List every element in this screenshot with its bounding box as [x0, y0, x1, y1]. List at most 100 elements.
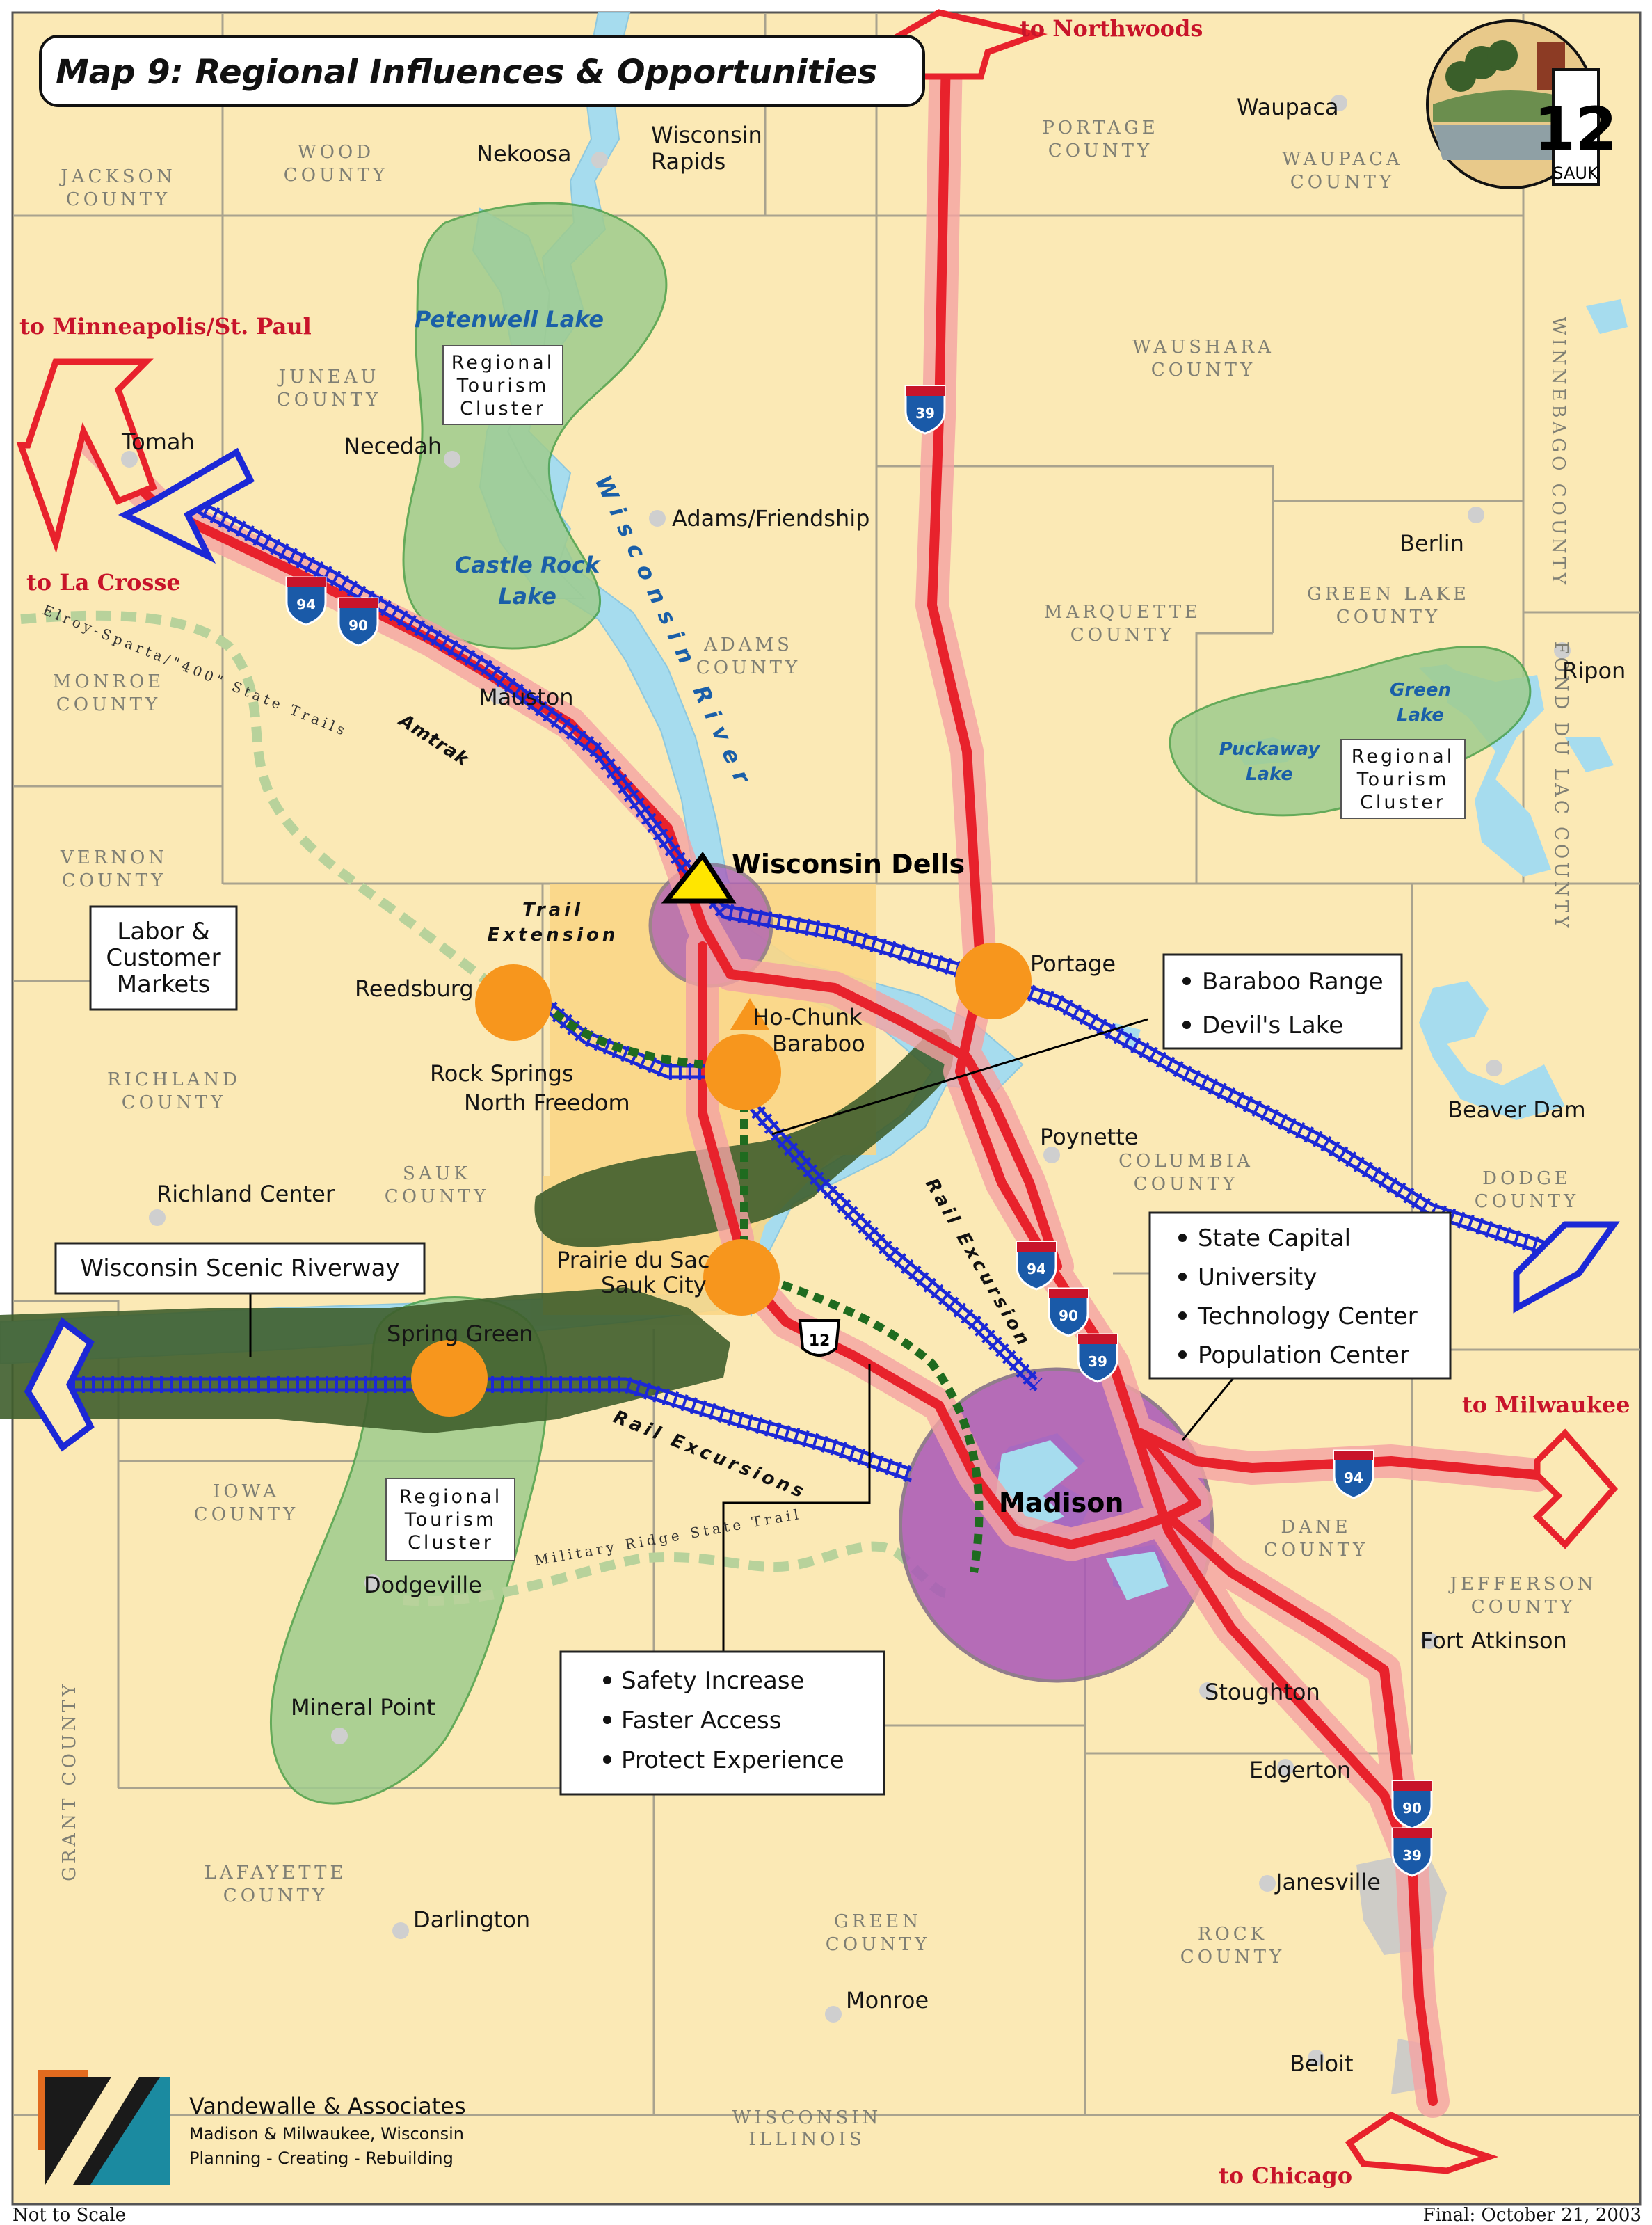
- wisconsin-state-label: WISCONSIN: [732, 2107, 882, 2128]
- rail-network: [63, 493, 1561, 1483]
- svg-text:94: 94: [1344, 1469, 1363, 1486]
- date-note: Final: October 21, 2003: [1423, 2205, 1642, 2225]
- to-northwoods-label: to Northwoods: [1020, 15, 1203, 42]
- to-milwaukee-label: to Milwaukee: [1462, 1391, 1630, 1418]
- svg-text:Wisconsin Scenic Riverway: Wisconsin Scenic Riverway: [80, 1254, 399, 1282]
- madison-callout-box: State Capital University Technology Cent…: [1148, 1211, 1452, 1380]
- north-freedom-label: North Freedom: [464, 1090, 630, 1116]
- i94-shield-east: 94: [1333, 1449, 1374, 1499]
- i39-shield-south: 39: [1391, 1827, 1433, 1877]
- beaver-dam-label: Beaver Dam: [1447, 1096, 1586, 1123]
- mauston-label: Mauston: [479, 684, 574, 710]
- svg-text:94: 94: [1027, 1261, 1046, 1277]
- sauk-city-label: Sauk City: [601, 1272, 707, 1298]
- fonddulac-county-label: FOND DU LAC COUNTY: [1550, 641, 1571, 932]
- firm-line1: Madison & Milwaukee, Wisconsin: [189, 2124, 464, 2144]
- rail-arrow-west: [24, 1317, 95, 1452]
- rail-arrow-dodge: [1513, 1221, 1620, 1314]
- svg-text:39: 39: [1402, 1847, 1422, 1864]
- madison-label: Madison: [999, 1488, 1123, 1518]
- svg-text:Protect Experience: Protect Experience: [621, 1746, 844, 1774]
- i94-shield-central: 94: [1016, 1241, 1057, 1291]
- svg-text:12: 12: [1534, 95, 1617, 164]
- firm-line2: Planning - Creating - Rebuilding: [189, 2148, 454, 2168]
- scale-note: Not to Scale: [13, 2205, 126, 2225]
- svg-text:Safety Increase: Safety Increase: [621, 1667, 804, 1695]
- prairie-du-sac-label: Prairie du Sac: [556, 1247, 710, 1273]
- svg-text:90: 90: [348, 617, 368, 634]
- svg-text:39: 39: [915, 405, 935, 422]
- arrow-chicago: [1345, 2111, 1499, 2174]
- fort-atkinson-label: Fort Atkinson: [1420, 1627, 1567, 1654]
- sauk-logo: 12 SAUK: [1426, 19, 1617, 189]
- trail-extensions: [539, 998, 984, 1573]
- title-box: Map 9: Regional Influences & Opportuniti…: [39, 35, 925, 107]
- destination-labels: to Northwoods to Minneapolis/St. Paul to…: [19, 15, 1630, 2189]
- petenwell-lake-label: Petenwell Lake: [415, 306, 604, 333]
- svg-text:Faster Access: Faster Access: [621, 1707, 781, 1734]
- to-lacrosse-label: to La Crosse: [26, 569, 181, 596]
- arrow-minneapolis: [16, 358, 157, 554]
- dodgeville-label: Dodgeville: [364, 1572, 482, 1598]
- svg-text:Devil's Lake: Devil's Lake: [1202, 1012, 1343, 1039]
- beloit-label: Beloit: [1290, 2050, 1354, 2077]
- us12-callout-box: Safety Increase Faster Access Protect Ex…: [559, 1650, 885, 1796]
- opportunity-nodes: [411, 943, 1032, 1417]
- svg-text:94: 94: [296, 596, 316, 613]
- baraboo-callout-box: Baraboo Range Devil's Lake: [1162, 953, 1403, 1050]
- mineral-point-label: Mineral Point: [291, 1694, 435, 1721]
- us12-shield: 12: [798, 1319, 841, 1357]
- firm-logo: Vandewalle & Associates Madison & Milwau…: [38, 2070, 466, 2185]
- i90-shield-central: 90: [1048, 1287, 1089, 1337]
- nekoosa-label: Nekoosa: [476, 141, 571, 167]
- edgerton-label: Edgerton: [1249, 1757, 1351, 1783]
- svg-text:University: University: [1198, 1263, 1317, 1291]
- waupaca-label: Waupaca: [1237, 94, 1339, 120]
- town-dots: [121, 95, 1571, 2066]
- necedah-label: Necedah: [344, 433, 442, 459]
- rail-arrow-tomah: [118, 447, 255, 564]
- page-title: Map 9: Regional Influences & Opportuniti…: [56, 53, 877, 92]
- svg-text:90: 90: [1059, 1307, 1078, 1324]
- svg-text:Population Center: Population Center: [1198, 1341, 1409, 1369]
- highway-arrows: [16, 9, 1620, 2174]
- interstate-shields: 39 94 90 94 90 39 94: [285, 385, 1433, 1877]
- i90-shield-south: 90: [1391, 1780, 1433, 1830]
- stoughton-label: Stoughton: [1205, 1679, 1320, 1705]
- wisconsin-dells-label: Wisconsin Dells: [732, 849, 965, 879]
- to-chicago-label: to Chicago: [1219, 2162, 1352, 2189]
- monroe-label: Monroe: [846, 1987, 929, 2013]
- illinois-state-label: ILLINOIS: [748, 2129, 865, 2150]
- arrow-milwaukee: [1532, 1428, 1618, 1549]
- portage-label: Portage: [1030, 950, 1116, 977]
- janesville-label: Janesville: [1274, 1869, 1381, 1895]
